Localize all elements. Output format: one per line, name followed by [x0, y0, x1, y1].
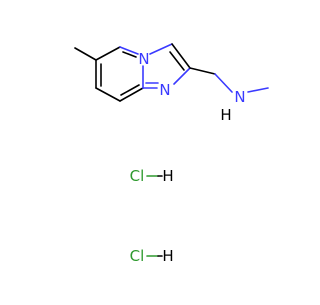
salt-cl-1: Cl — [130, 167, 145, 185]
bond-ring6-3 — [95, 87, 121, 102]
salt-cl-2: Cl — [130, 247, 145, 265]
bond-ring6-4 — [119, 87, 144, 102]
atom-h-amine: H — [220, 106, 231, 124]
atom-n-bridgehead: N — [138, 50, 149, 68]
bond-ring5-2 — [171, 43, 191, 69]
bond-n-methyl — [247, 87, 269, 93]
bond-ring6-4-double — [120, 84, 140, 96]
atom-n-amine: N — [234, 88, 245, 106]
bond-ring6-6-double — [122, 51, 137, 58]
bond-ch2 — [189, 67, 216, 75]
bond-ring5-3 — [173, 67, 191, 85]
bond-ring5-1 — [149, 43, 173, 55]
bond-ch2-n — [214, 73, 233, 93]
structure-svg: N N N H Cl H Cl H — [74, 43, 269, 265]
salt-h-1: H — [162, 167, 173, 185]
bond-ring6-6 — [119, 46, 139, 55]
bond-ring6-1 — [95, 46, 121, 61]
salt-h-2: H — [162, 247, 173, 265]
atom-n-imidazole: N — [159, 81, 170, 99]
structure-diagram: N N N H Cl H Cl H — [74, 43, 269, 265]
bond-methyl — [74, 47, 97, 61]
bond-ring5-2-double — [169, 51, 185, 71]
